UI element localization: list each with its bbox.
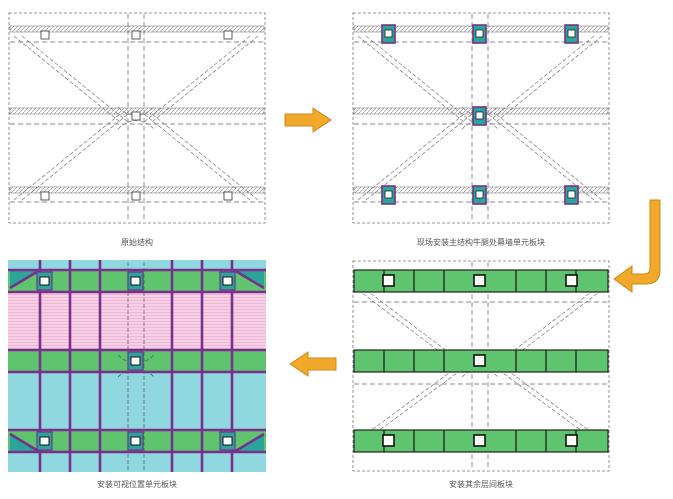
panel-visible-unit-installation: [8, 260, 266, 472]
bracket-installation-drawing: [352, 12, 610, 224]
caption-step-2: 现场安装主结构牛腿处幕墙单元板块: [417, 238, 545, 247]
interlayer-panel-bands: [353, 269, 609, 453]
caption-step-3: 安装其余层间板块: [449, 480, 513, 489]
node-brackets: [36, 271, 236, 451]
pink-panel-zone: [8, 292, 266, 350]
arrow-down-left-icon: [612, 198, 664, 298]
caption-step-1: 原始结构: [121, 238, 153, 247]
bracket-unit-panels: [381, 24, 579, 205]
beam-nodes: [40, 30, 233, 201]
caption-step-4: 安装可视位置单元板块: [97, 480, 177, 489]
interlayer-installation-drawing: [352, 260, 610, 472]
original-structure-drawing: [8, 12, 266, 224]
visible-unit-installation-drawing: [8, 260, 266, 472]
arrow-right-icon: [283, 106, 335, 138]
panel-original-structure: [8, 12, 266, 224]
mullion-grid: [8, 260, 266, 472]
panel-bracket-installation: [352, 12, 610, 224]
arrow-left-icon: [286, 350, 338, 382]
panel-interlayer-installation: [352, 260, 610, 472]
floor-beams: [9, 25, 265, 194]
